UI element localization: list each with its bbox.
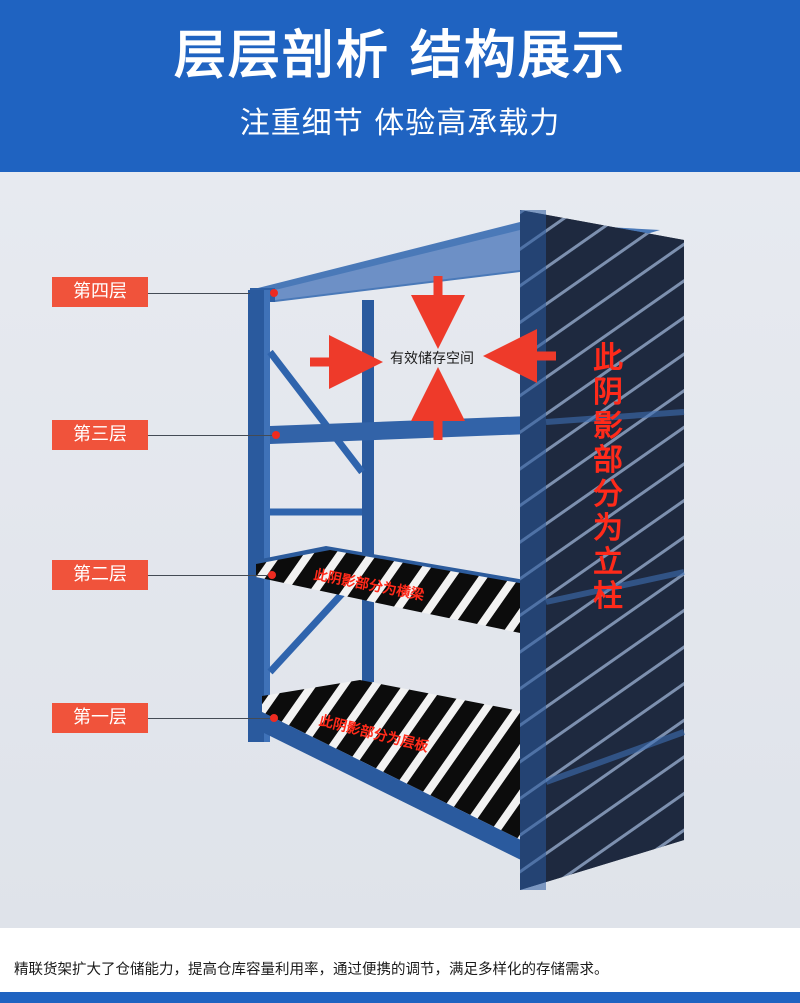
leader-dot-4 — [270, 289, 278, 297]
leader-dot-3 — [272, 431, 280, 439]
leader-line-2 — [148, 575, 268, 576]
bottom-deck — [262, 680, 525, 862]
footer-bar — [0, 992, 800, 1003]
header-banner: 层层剖析 结构展示 注重细节 体验高承载力 — [0, 0, 800, 172]
page-subtitle: 注重细节 体验高承载力 — [239, 106, 561, 141]
front-upright — [520, 210, 686, 890]
page-title: 层层剖析 结构展示 — [173, 26, 627, 86]
footer-caption: 精联货架扩大了仓储能力，提高仓库容量利用率，通过便携的调节，满足多样化的存储需求… — [0, 928, 800, 992]
layer-label-1: 第一层 — [52, 703, 148, 733]
leader-dot-2 — [268, 571, 276, 579]
footer-text: 精联货架扩大了仓储能力，提高仓库容量利用率，通过便携的调节，满足多样化的存储需求… — [14, 962, 609, 978]
second-level-beam — [256, 546, 525, 634]
third-level-beam — [270, 416, 530, 444]
rack-illustration: 第四层 第三层 第二层 第一层 有效储存空间 此阴影部分为立柱 此阴影部分为横梁… — [0, 172, 800, 928]
leader-dot-1 — [270, 714, 278, 722]
rack-drawing — [248, 210, 686, 890]
leader-line-4 — [148, 293, 250, 294]
leader-line-3 — [148, 435, 272, 436]
layer-label-4: 第四层 — [52, 277, 148, 307]
effective-space-label: 有效储存空间 — [390, 351, 474, 367]
space-arrows — [310, 276, 556, 440]
layer-label-3: 第三层 — [52, 420, 148, 450]
upright-annotation: 此阴影部分为立柱 — [593, 341, 623, 614]
layer-label-2: 第二层 — [52, 560, 148, 590]
leader-line-1 — [148, 718, 272, 719]
